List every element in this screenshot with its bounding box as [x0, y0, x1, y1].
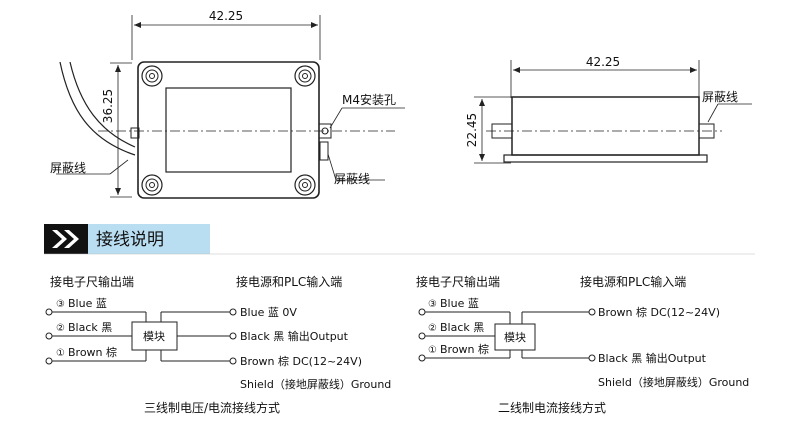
side-width-label: 42.25 — [586, 55, 620, 69]
section-banner — [44, 224, 755, 255]
two-wire-right-wire-2: Black 黑 输出Output — [598, 351, 707, 365]
banner-title: 接线说明 — [96, 230, 164, 250]
shield-label-left: 屏蔽线 — [50, 161, 86, 175]
two-wire-left-num-3: ① — [428, 345, 437, 356]
three-wire-left-num-1: ③ — [56, 299, 65, 310]
three-wire-right-heading: 接电源和PLC输入端 — [236, 274, 342, 289]
three-wire-left-wire-2: Black 黑 — [68, 321, 112, 334]
three-wire-module-label: 模块 — [143, 330, 165, 343]
three-wire-left-wire-3: Brown 棕 — [68, 345, 117, 359]
two-wire-left-num-1: ③ — [428, 299, 437, 310]
three-wire-right-wire-3: Brown 棕 DC(12~24V) — [240, 354, 362, 368]
chevron-right-icon — [64, 230, 79, 248]
two-wire-caption: 二线制电流接线方式 — [498, 400, 606, 415]
two-wire-left-num-2: ② — [428, 323, 437, 334]
front-height-label: 36.25 — [101, 89, 115, 123]
front-width-label: 42.25 — [209, 9, 243, 23]
mount-hole-label: M4安装孔 — [342, 92, 396, 107]
two-wire-shield: Shield（接地屏蔽线）Ground — [598, 375, 749, 389]
side-height-label: 22.45 — [465, 113, 479, 147]
three-wire-left-num-2: ② — [56, 323, 65, 334]
two-wire-left-wire-1: Blue 蓝 — [440, 297, 479, 310]
chevron-right-icon — [52, 230, 67, 248]
two-wire-diagram: 接电子尺输出端 接电源和PLC输入端 模块 ③ Blue 蓝 ② Black 黑… — [416, 274, 749, 415]
three-wire-diagram: 接电子尺输出端 接电源和PLC输入端 模块 — [45, 274, 391, 415]
shield-label-right: 屏蔽线 — [334, 172, 370, 186]
three-wire-right-wire-1: Blue 蓝 0V — [240, 306, 297, 319]
two-wire-right-heading: 接电源和PLC输入端 — [580, 274, 686, 289]
three-wire-left-wire-1: Blue 蓝 — [68, 297, 107, 310]
two-wire-module-label: 模块 — [504, 331, 526, 344]
three-wire-left-heading: 接电子尺输出端 — [50, 274, 134, 289]
two-wire-left-wire-3: Brown 棕 — [440, 342, 489, 356]
three-wire-right-wire-2: Black 黑 输出Output — [240, 329, 349, 343]
three-wire-caption: 三线制电压/电流接线方式 — [144, 400, 280, 415]
side-view — [474, 60, 752, 164]
two-wire-right-wire-1: Brown 棕 DC(12~24V) — [598, 305, 720, 319]
three-wire-left-num-3: ① — [56, 348, 65, 359]
two-wire-left-heading: 接电子尺输出端 — [416, 274, 500, 289]
three-wire-shield: Shield（接地屏蔽线）Ground — [240, 377, 391, 391]
front-view — [56, 15, 405, 199]
two-wire-left-wire-2: Black 黑 — [440, 321, 484, 334]
shield-label-side: 屏蔽线 — [702, 90, 738, 104]
